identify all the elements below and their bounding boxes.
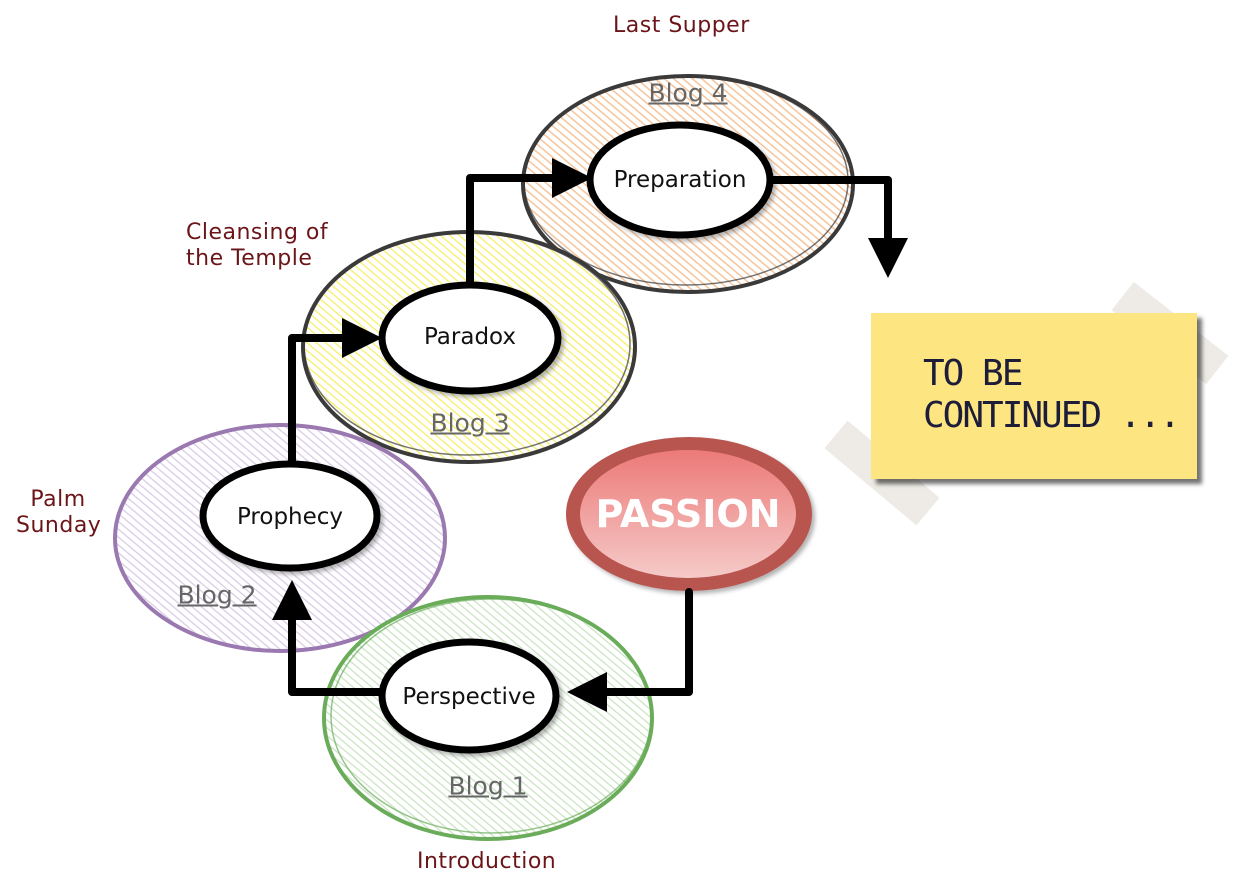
arrow-perspective-to-prophecy [272, 580, 388, 696]
blog1-link[interactable]: Blog 1 [448, 771, 528, 801]
event-label-blog4: Last Supper [613, 13, 750, 38]
node-prophecy-shape [199, 460, 381, 572]
blog2-link[interactable]: Blog 2 [177, 580, 257, 610]
event-label-blog2: Palm Sunday [16, 487, 102, 539]
blog4-link[interactable]: Blog 4 [648, 78, 728, 108]
blog3-link[interactable]: Blog 3 [430, 408, 510, 438]
arrow-paradox-to-preparation [466, 158, 592, 292]
arrow-preparation-to-continued [766, 176, 908, 278]
event-label-line: Cleansing of [186, 220, 329, 245]
note-line-1: TO BE [923, 353, 1023, 394]
event-label-line: Palm [30, 487, 86, 512]
passion-label: PASSION [595, 492, 781, 536]
node-preparation: Preparation [613, 167, 747, 193]
arrow-prophecy-to-paradox [288, 318, 382, 470]
event-label-line: Sunday [16, 513, 102, 538]
note-line-2: CONTINUED ... [923, 395, 1181, 436]
node-perspective: Perspective [402, 684, 536, 710]
node-perspective-shape [378, 638, 560, 754]
flow-arrows [272, 158, 908, 712]
passion-circle [566, 437, 812, 591]
event-label-blog3: Cleansing of the Temple [186, 220, 328, 272]
node-preparation-shape [586, 121, 774, 239]
node-paradox-shape [378, 281, 562, 395]
event-label-line: the Temple [186, 246, 313, 271]
event-label-blog1: Introduction [417, 849, 557, 874]
note-text: TO BE CONTINUED ... [923, 353, 1181, 437]
node-paradox: Paradox [423, 324, 517, 350]
node-prophecy: Prophecy [236, 504, 344, 530]
arrow-passion-to-perspective [567, 588, 693, 712]
to-be-continued-note: TO BE CONTINUED ... [871, 313, 1197, 479]
